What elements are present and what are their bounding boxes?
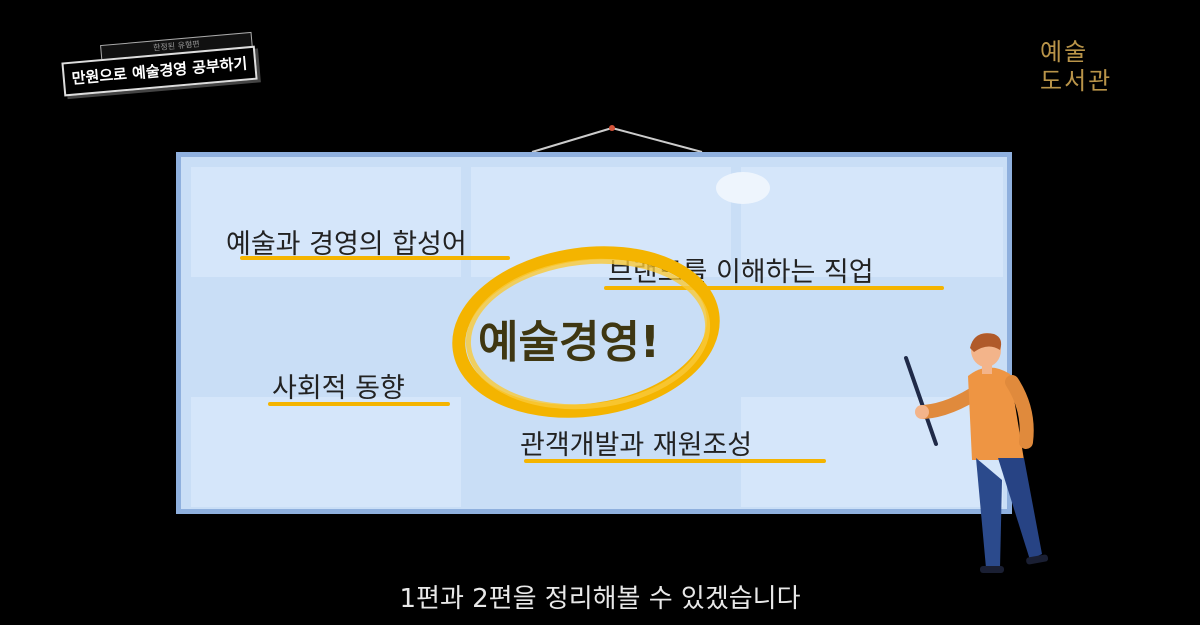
channel-logo: 예술 도서관 (1040, 38, 1112, 96)
presenter-icon (904, 333, 1049, 573)
phrase-underline (240, 256, 510, 260)
whiteboard (176, 152, 1012, 514)
phrase-art-business: 예술과 경영의 합성어 (226, 229, 467, 260)
phrase-underline (604, 286, 944, 290)
phrase-underline (524, 459, 826, 463)
subtitle-caption: 1편과 2편을 정리해볼 수 있겠습니다 (399, 584, 801, 614)
board-panel (741, 167, 1003, 277)
board-panel (191, 397, 461, 507)
phrase-audience-funding: 관객개발과 재원조성 (520, 430, 753, 461)
logo-line-2: 도서관 (1040, 67, 1113, 95)
board-panel (741, 397, 1003, 507)
phrase-social-trend: 사회적 동향 (272, 373, 405, 404)
center-keyword: 예술경영! (478, 317, 660, 368)
title-badge: 한정된 유형편 만원으로 예술경영 공부하기 (60, 31, 259, 97)
board-hanger (531, 125, 703, 153)
title-badge-main: 만원으로 예술경영 공부하기 (61, 45, 258, 97)
board-sun-decoration (716, 172, 770, 204)
logo-line-1: 예술 (1040, 38, 1089, 66)
phrase-underline (268, 402, 450, 406)
circle-highlight-icon (452, 246, 720, 418)
